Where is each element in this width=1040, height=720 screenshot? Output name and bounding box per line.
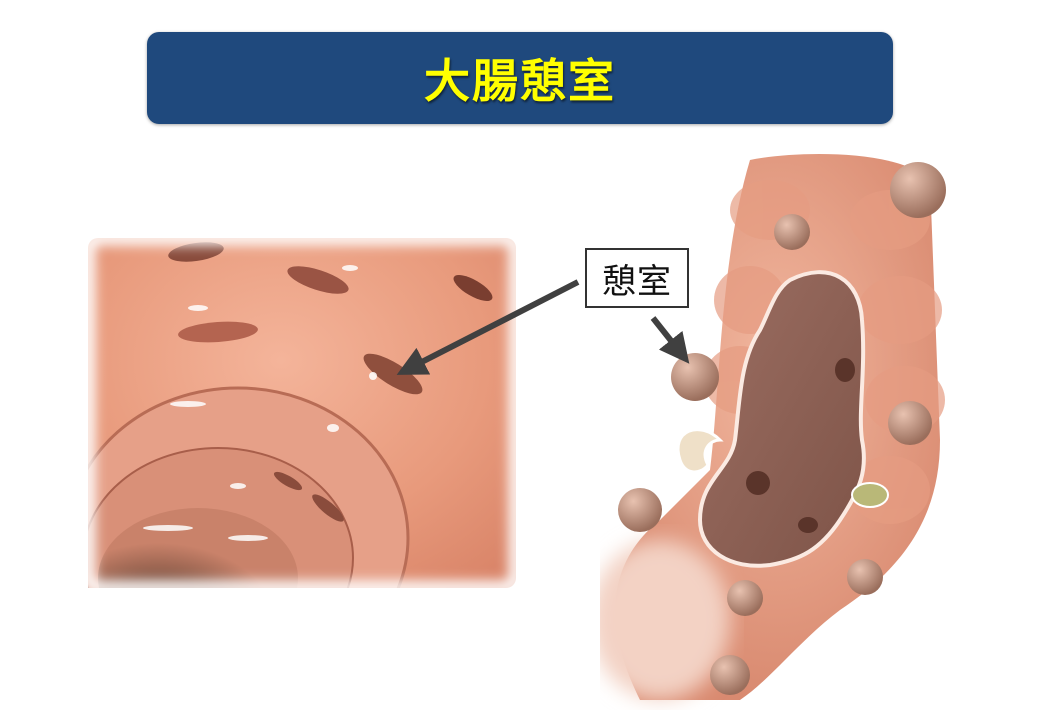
endoscopic-photo	[66, 231, 523, 690]
diverticulum-label: 憩室	[585, 248, 689, 308]
slide-title: 大腸憩室	[424, 54, 616, 108]
colon-illustration	[590, 140, 980, 710]
title-banner: 大腸憩室	[147, 32, 893, 124]
diverticulum-label-text: 憩室	[602, 261, 672, 302]
